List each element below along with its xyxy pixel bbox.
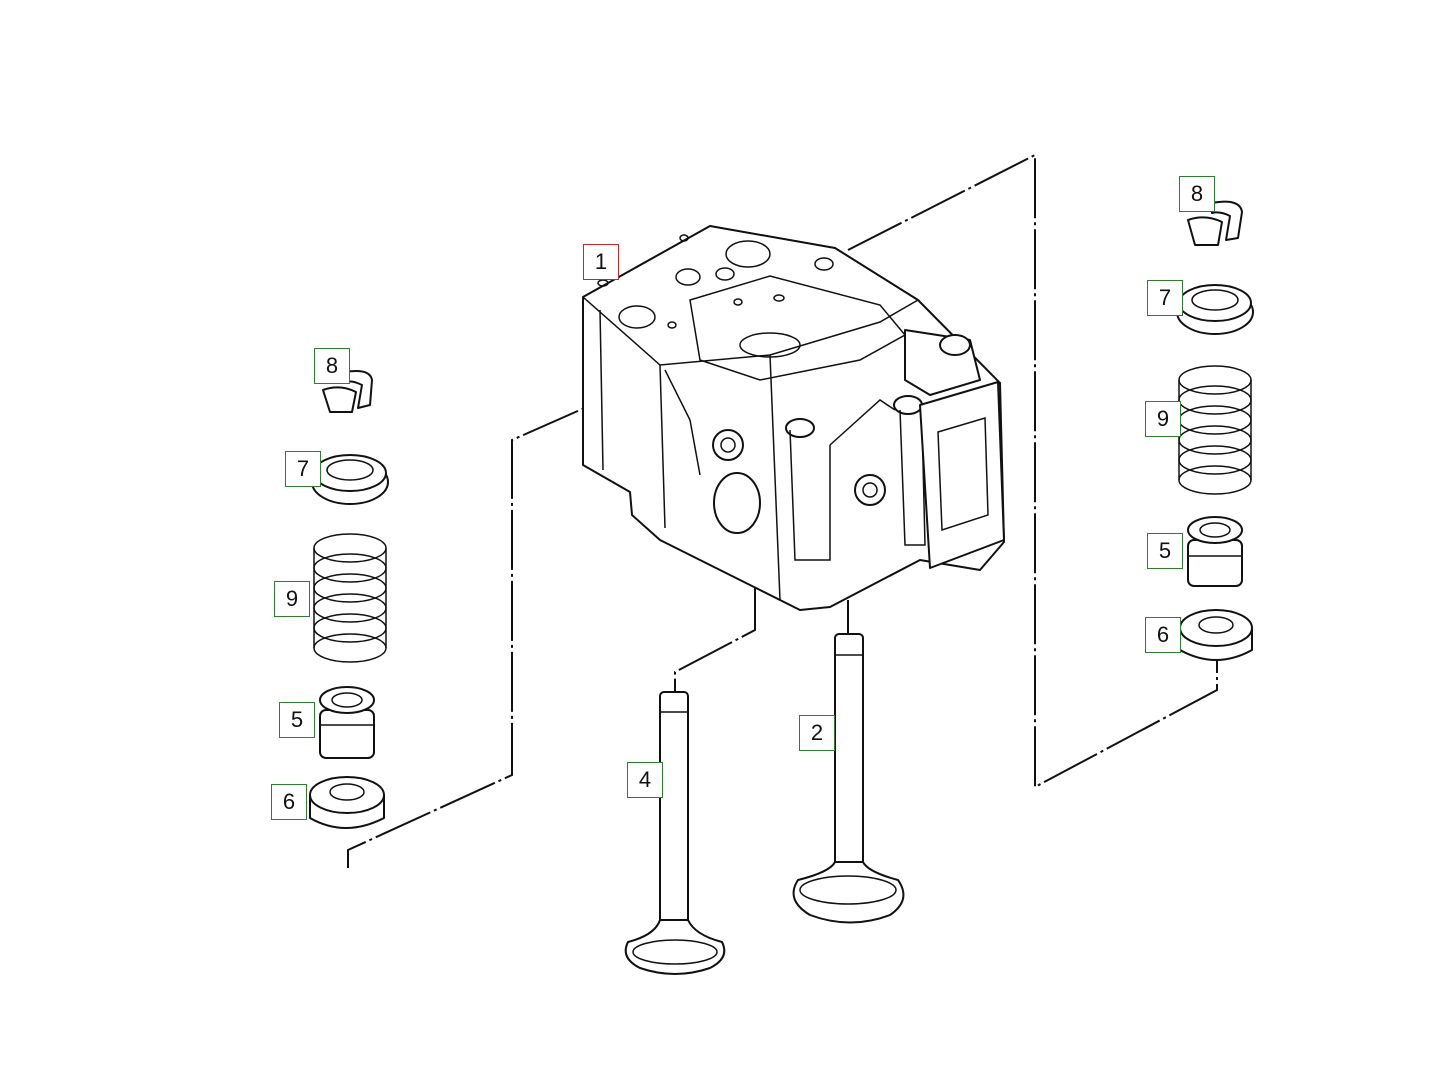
callout-7-left[interactable]: 7 bbox=[285, 451, 321, 487]
callout-7-right[interactable]: 7 bbox=[1147, 280, 1183, 316]
cylinder-head-drawing bbox=[581, 225, 1005, 611]
retainer-left-drawing bbox=[311, 454, 389, 505]
spring-left-drawing bbox=[313, 533, 387, 663]
keeper-right-drawing bbox=[1187, 200, 1243, 246]
callout-label: 5 bbox=[1158, 538, 1172, 563]
callout-label: 7 bbox=[1158, 285, 1172, 310]
callout-label: 4 bbox=[638, 767, 652, 792]
callout-label: 2 bbox=[810, 720, 824, 745]
callout-label: 9 bbox=[285, 586, 299, 611]
retainer-right-drawing bbox=[1176, 284, 1254, 335]
valve-right-drawing bbox=[792, 633, 905, 924]
callout-6-left[interactable]: 6 bbox=[271, 784, 307, 820]
callout-label: 1 bbox=[594, 249, 608, 274]
callout-9-left[interactable]: 9 bbox=[274, 581, 310, 617]
right-valve-stack bbox=[1176, 200, 1254, 661]
callout-6-right[interactable]: 6 bbox=[1145, 617, 1181, 653]
callout-8-right[interactable]: 8 bbox=[1179, 176, 1215, 212]
callout-5-left[interactable]: 5 bbox=[279, 702, 315, 738]
callout-2-valve[interactable]: 2 bbox=[799, 715, 835, 751]
callout-label: 6 bbox=[282, 789, 296, 814]
seat-right-drawing bbox=[1179, 609, 1253, 661]
callout-label: 8 bbox=[1190, 181, 1204, 206]
callout-1-cylinder-head[interactable]: 1 bbox=[583, 244, 619, 280]
callout-8-left[interactable]: 8 bbox=[314, 348, 350, 384]
callout-label: 6 bbox=[1156, 622, 1170, 647]
left-valve-stack bbox=[309, 370, 389, 829]
callout-label: 9 bbox=[1156, 406, 1170, 431]
callout-4-valve[interactable]: 4 bbox=[627, 762, 663, 798]
seat-left-drawing bbox=[309, 776, 385, 829]
callout-9-right[interactable]: 9 bbox=[1145, 401, 1181, 437]
callout-label: 5 bbox=[290, 707, 304, 732]
callout-label: 8 bbox=[325, 353, 339, 378]
callout-5-right[interactable]: 5 bbox=[1147, 533, 1183, 569]
seal-right-drawing bbox=[1187, 516, 1243, 587]
callout-label: 7 bbox=[296, 456, 310, 481]
valve-left-drawing bbox=[624, 691, 726, 975]
seal-left-drawing bbox=[319, 686, 375, 759]
spring-right-drawing bbox=[1178, 365, 1252, 495]
